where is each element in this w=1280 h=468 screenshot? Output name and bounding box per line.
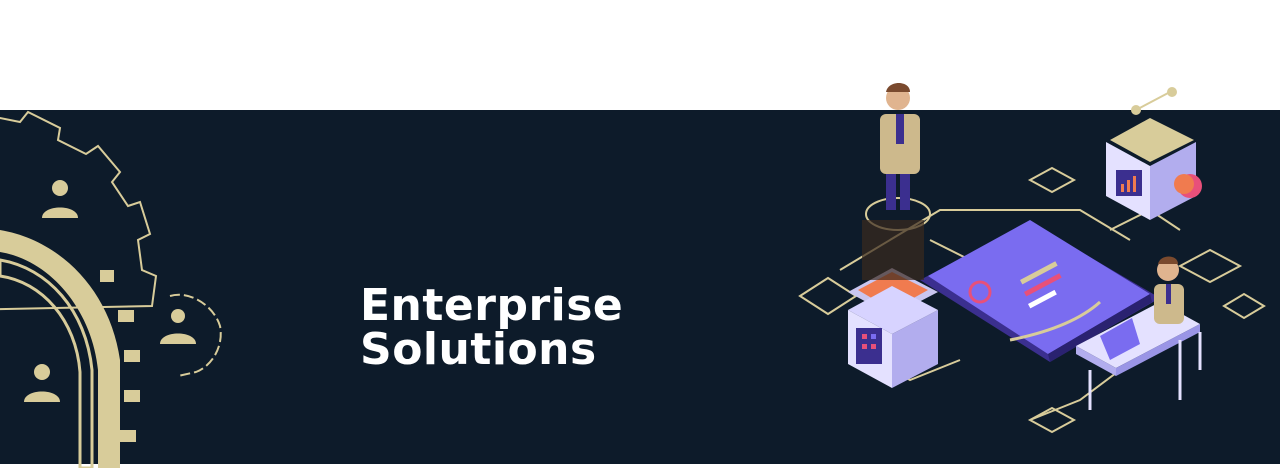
cube-device-icon bbox=[1106, 118, 1202, 220]
isometric-server-icon bbox=[848, 268, 938, 388]
gear-illustration bbox=[0, 110, 240, 468]
isometric-illustration bbox=[780, 70, 1280, 468]
isometric-tablet-icon bbox=[920, 220, 1160, 362]
gear-icon bbox=[0, 110, 222, 468]
page-title: Enterprise Solutions bbox=[360, 284, 623, 372]
user-icon bbox=[42, 180, 78, 218]
businessman-figure bbox=[862, 83, 931, 280]
headline-line-2: Solutions bbox=[360, 324, 597, 375]
headline-line-1: Enterprise bbox=[360, 280, 624, 331]
